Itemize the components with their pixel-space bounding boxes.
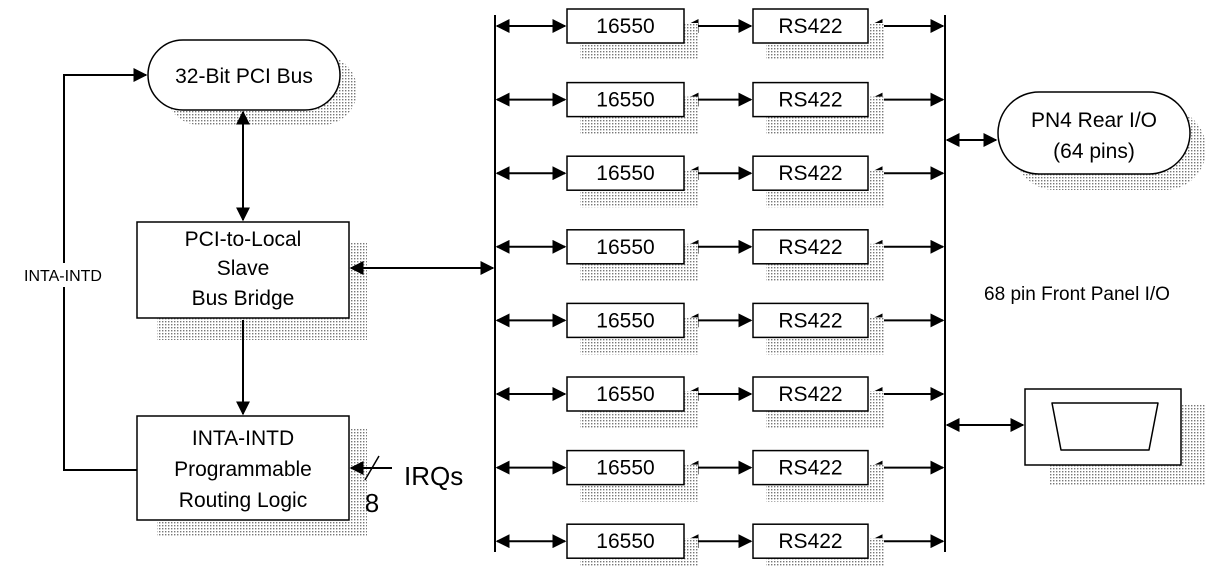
channel-row: 16550 RS422 — [495, 229, 945, 281]
bus-bridge-node: PCI-to-Local Slave Bus Bridge — [136, 221, 367, 340]
uart-box — [566, 523, 685, 559]
uart-label: 16550 — [596, 236, 654, 259]
driver-label: RS422 — [778, 236, 842, 259]
connector-d-sub-icon — [1051, 402, 1159, 451]
channel-row: 16550 RS422 — [495, 81, 945, 134]
driver-label: RS422 — [778, 15, 842, 38]
uart-box — [566, 81, 685, 118]
channel-row: 16550 RS422 — [495, 376, 945, 428]
driver-box — [752, 449, 869, 486]
rear-io-line1: PN4 Rear I/O — [1031, 109, 1157, 132]
uart-label: 16550 — [596, 530, 654, 553]
uart-label: 16550 — [596, 89, 654, 112]
irq-count: 8 — [365, 488, 379, 518]
front-panel-connector — [1024, 388, 1206, 485]
channel-row: 16550 RS422 — [495, 449, 945, 502]
routing-label-line2: Programmable — [174, 458, 312, 481]
driver-label: RS422 — [778, 457, 842, 480]
driver-label: RS422 — [778, 383, 842, 406]
rear-io-line2: (64 pins) — [1053, 140, 1135, 163]
driver-box — [752, 523, 869, 559]
uart-box — [566, 376, 685, 412]
bridge-label-line1: PCI-to-Local — [185, 228, 302, 251]
uart-label: 16550 — [596, 457, 654, 480]
uart-label: 16550 — [596, 162, 654, 185]
bridge-label-line3: Bus Bridge — [192, 287, 295, 310]
uart-label: 16550 — [596, 383, 654, 406]
front-panel-label: 68 pin Front Panel I/O — [984, 284, 1170, 305]
driver-box — [752, 155, 869, 191]
uart-box — [566, 155, 685, 191]
driver-box — [752, 8, 869, 44]
uart-box — [566, 449, 685, 486]
bridge-label-line2: Slave — [217, 257, 270, 280]
driver-label: RS422 — [778, 530, 842, 553]
irq-bus-slash — [364, 455, 380, 481]
uart-box — [566, 8, 685, 44]
driver-label: RS422 — [778, 309, 842, 332]
routing-label-line1: INTA-INTD — [192, 427, 294, 450]
driver-label: RS422 — [778, 162, 842, 185]
interrupt-path-label: INTA-INTD — [24, 268, 102, 285]
driver-box — [752, 302, 869, 339]
channel-row: 16550 RS422 — [495, 523, 945, 567]
channel-row: 16550 RS422 — [495, 302, 945, 355]
rear-io-node: PN4 Rear I/O (64 pins) — [997, 91, 1206, 190]
uart-box — [566, 229, 685, 265]
driver-box — [752, 229, 869, 265]
pci-bus-label: 32-Bit PCI Bus — [175, 65, 313, 88]
channel-row: 16550 RS422 — [495, 8, 945, 60]
uart-label: 16550 — [596, 15, 654, 38]
irq-label: IRQs — [404, 461, 463, 491]
routing-label-line3: Routing Logic — [179, 489, 307, 512]
channel-row: 16550 RS422 — [495, 155, 945, 208]
uart-box — [566, 302, 685, 339]
routing-logic-node: INTA-INTD Programmable Routing Logic — [136, 415, 367, 536]
driver-label: RS422 — [778, 89, 842, 112]
interrupt-label-backdrop — [8, 263, 120, 287]
uart-label: 16550 — [596, 309, 654, 332]
pci-bus-node: 32-Bit PCI Bus — [147, 39, 357, 125]
driver-box — [752, 376, 869, 412]
driver-box — [752, 81, 869, 118]
